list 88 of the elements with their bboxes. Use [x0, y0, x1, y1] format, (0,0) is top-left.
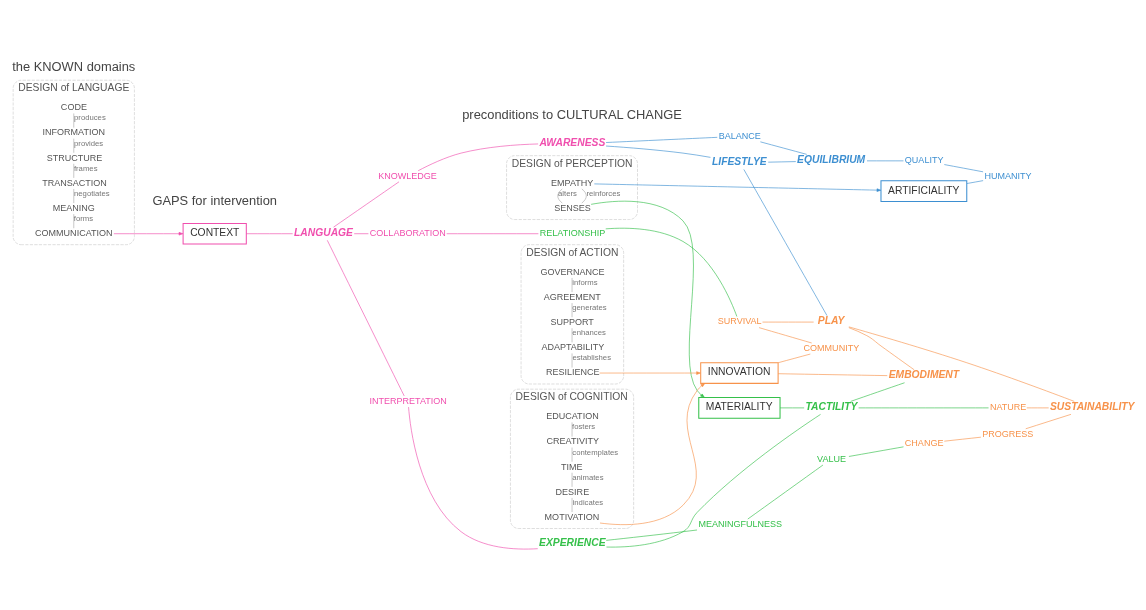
connector: [353, 233, 369, 235]
connector: [743, 169, 828, 316]
connector: [943, 436, 982, 442]
node-text: COMMUNICATION: [35, 228, 113, 239]
connector: [848, 327, 915, 371]
arrow: [594, 183, 882, 192]
node-text: HUMANITY: [984, 170, 1032, 181]
connector: [779, 407, 805, 409]
node-text: CODE: [60, 102, 87, 113]
node-text: EMBODIMENT: [888, 369, 960, 381]
connector: [557, 188, 563, 204]
node-box: INNOVATION: [700, 362, 779, 384]
connector: [606, 414, 821, 548]
label: the KNOWN domains: [12, 58, 136, 74]
arrow: [113, 232, 184, 236]
arrow: [599, 371, 701, 375]
node-text: EXPERIENCE: [539, 536, 606, 548]
arrow: [599, 383, 706, 525]
node-text: STRUCTURE: [46, 152, 103, 163]
node-text: NATURE: [989, 402, 1027, 413]
connector: [326, 240, 405, 397]
node-text: EDUCATION: [546, 411, 599, 422]
node-box: MATERIALITY: [698, 397, 781, 419]
connector: [760, 141, 808, 155]
node-text: SUSTAINABILITY: [1049, 400, 1135, 412]
connector: [73, 213, 75, 229]
connector: [408, 406, 539, 550]
connector: [747, 464, 824, 520]
connector: [850, 382, 905, 402]
label: GAPS for intervention: [152, 192, 277, 208]
connector: [1025, 414, 1072, 430]
node-text: MEANING: [52, 202, 95, 213]
arrow: [590, 200, 705, 398]
connector: [777, 353, 811, 364]
node-box: CONTEXT: [182, 222, 247, 245]
node-text: LANGUAGE: [294, 226, 353, 238]
connector: [446, 233, 539, 235]
node-text: MOTIVATION: [544, 511, 600, 522]
connector: [417, 143, 539, 172]
node-text: AWARENESS: [539, 136, 606, 148]
connector: [777, 373, 888, 376]
node-text: COLLABORATION: [369, 228, 446, 239]
node-text: QUALITY: [904, 155, 944, 166]
node-text: VALUE: [817, 453, 847, 464]
node-text: TIME: [561, 461, 583, 472]
label: preconditions to CULTURAL CHANGE: [462, 106, 682, 122]
node-text: KNOWLEDGE: [378, 170, 437, 181]
node-text: PROGRESS: [982, 428, 1034, 439]
node-text: COMMUNITY: [803, 342, 860, 353]
connector: [73, 163, 75, 179]
node-text: SURVIVAL: [717, 316, 762, 327]
connector: [581, 188, 587, 204]
connector: [73, 188, 75, 204]
connector: [73, 138, 75, 154]
node-text: ADAPTABILITY: [541, 342, 605, 353]
node-text: TACTILITY: [805, 400, 858, 412]
connector: [605, 137, 718, 143]
connector: [966, 180, 984, 184]
node-text: CREATIVITY: [546, 436, 599, 447]
node-text: EQUILIBRIUM: [797, 153, 866, 165]
connector: [333, 181, 400, 228]
connector: [605, 145, 711, 158]
node-box: ARTIFICIALITY: [880, 180, 968, 202]
node-text: INFORMATION: [42, 127, 105, 138]
connector: [943, 164, 984, 173]
node-text: PLAY: [817, 314, 845, 326]
connector: [758, 327, 813, 344]
node-text: SENSES: [554, 202, 591, 213]
connector: [73, 113, 75, 128]
connector: [767, 161, 797, 163]
connector: [848, 446, 904, 457]
connector: [605, 529, 698, 541]
node-text: SUPPORT: [550, 317, 594, 328]
node-text: CHANGE: [904, 437, 944, 448]
node-text: BALANCE: [718, 130, 761, 141]
node-text: GOVERNANCE: [540, 266, 605, 277]
connector: [848, 326, 1075, 402]
node-text: RELATIONSHIP: [539, 228, 606, 239]
node-text: DESIRE: [555, 486, 590, 497]
node-text: TRANSACTION: [42, 177, 107, 188]
node-text: LIFESTLYE: [712, 155, 767, 167]
node-text: RESILIENCE: [545, 367, 600, 378]
connector: [246, 233, 293, 235]
connector: [605, 227, 738, 317]
node-text: INTERPRETATION: [369, 395, 447, 406]
node-text: AGREEMENT: [543, 291, 601, 302]
node-text: MEANINGFULNESS: [698, 519, 783, 530]
node-text: EMPATHY: [551, 177, 594, 188]
